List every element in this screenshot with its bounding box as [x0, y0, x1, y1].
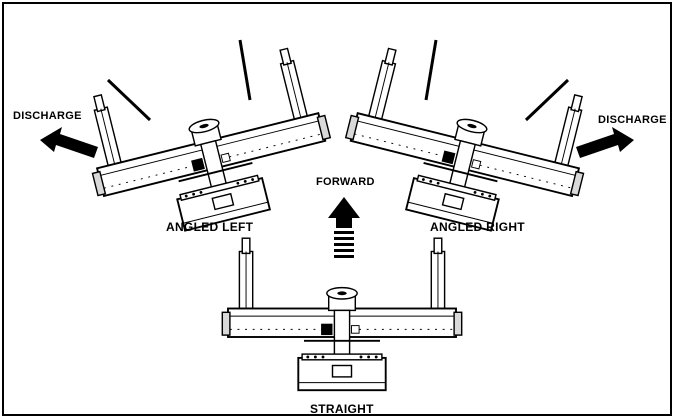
angled-left-deck-drawing: [73, 39, 345, 250]
straight-deck-drawing: [221, 237, 463, 392]
angled-right-deck-drawing: [331, 39, 603, 250]
discharge-left-label: DISCHARGE: [13, 110, 82, 122]
angled-right-label: ANGLED RIGHT: [430, 220, 525, 234]
discharge-right-label: DISCHARGE: [598, 114, 667, 126]
angled-left-label: ANGLED LEFT: [166, 220, 254, 234]
discharge-right-arrow-icon: [576, 127, 634, 158]
discharge-left-arrow-icon: [40, 127, 98, 158]
forward-label: FORWARD: [316, 176, 375, 188]
straight-label: STRAIGHT: [310, 402, 374, 416]
forward-arrow-icon: [328, 197, 360, 258]
